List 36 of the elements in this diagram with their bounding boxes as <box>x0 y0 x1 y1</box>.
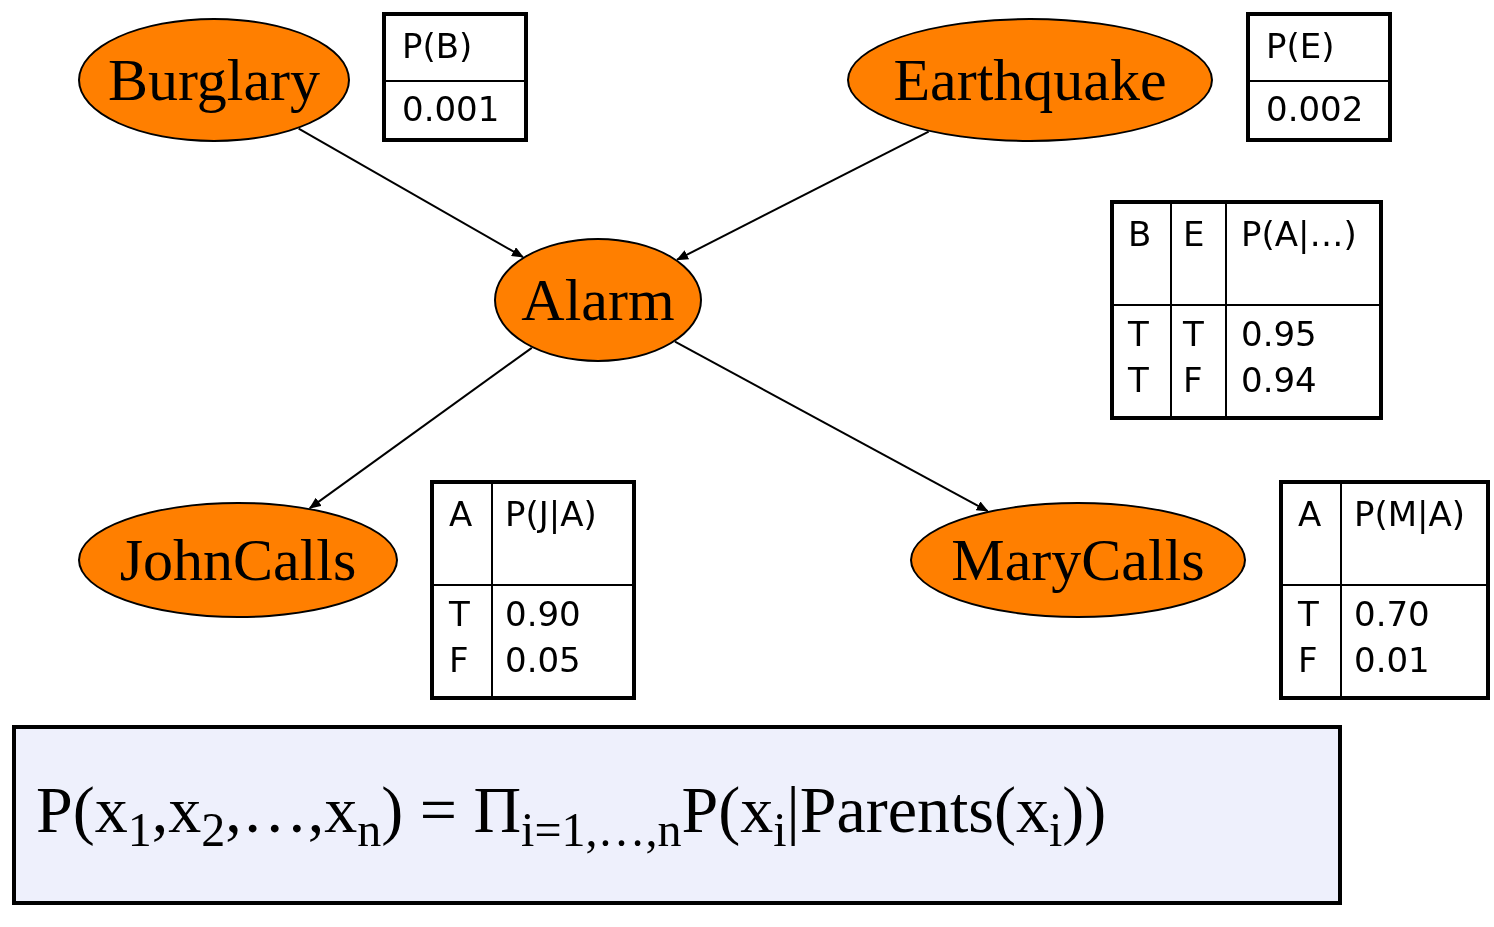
arrow <box>673 340 989 513</box>
truth-value: T <box>449 594 470 634</box>
table-header: P(M|A) <box>1354 494 1466 534</box>
truth-value: T <box>1298 594 1319 634</box>
truth-value: T <box>1128 314 1149 354</box>
node-label: JohnCalls <box>119 525 357 595</box>
table-header: E <box>1183 214 1205 254</box>
truth-value: F <box>1298 640 1318 680</box>
arrow <box>308 346 533 510</box>
arrow <box>676 130 930 261</box>
probability-value: 0.05 <box>505 640 581 680</box>
probability-value: 0.70 <box>1354 594 1430 634</box>
truth-value: F <box>1183 360 1203 400</box>
table-header: P(E) <box>1266 26 1335 66</box>
probability-value: 0.90 <box>505 594 581 634</box>
table-header: A <box>449 494 473 534</box>
formula-text: P(x$_{1}$,x$_{2}$,…,x$_{n}$) = Π$_{i=1,…,n}$P(x$_{i}$|Parents(x$_{i}$)) <box>36 772 1107 858</box>
probability-value: 0.94 <box>1241 360 1317 400</box>
node-label: Alarm <box>521 265 675 335</box>
probability-value: 0.95 <box>1241 314 1317 354</box>
truth-value: F <box>449 640 469 680</box>
probability-value: 0.001 <box>402 89 500 129</box>
truth-value: T <box>1183 314 1204 354</box>
table-header: P(J|A) <box>505 494 597 534</box>
node-label: Earthquake <box>893 45 1167 115</box>
arrow <box>297 127 524 259</box>
node-label: Burglary <box>107 45 321 115</box>
node-label: MaryCalls <box>951 525 1205 595</box>
table-header: P(A|…) <box>1241 214 1357 254</box>
table-header: A <box>1298 494 1322 534</box>
truth-value: T <box>1128 360 1149 400</box>
table-header: P(B) <box>402 26 473 66</box>
probability-value: 0.01 <box>1354 640 1430 680</box>
table-header: B <box>1128 214 1152 254</box>
probability-value: 0.002 <box>1266 89 1364 129</box>
formula-panel <box>12 725 1342 905</box>
